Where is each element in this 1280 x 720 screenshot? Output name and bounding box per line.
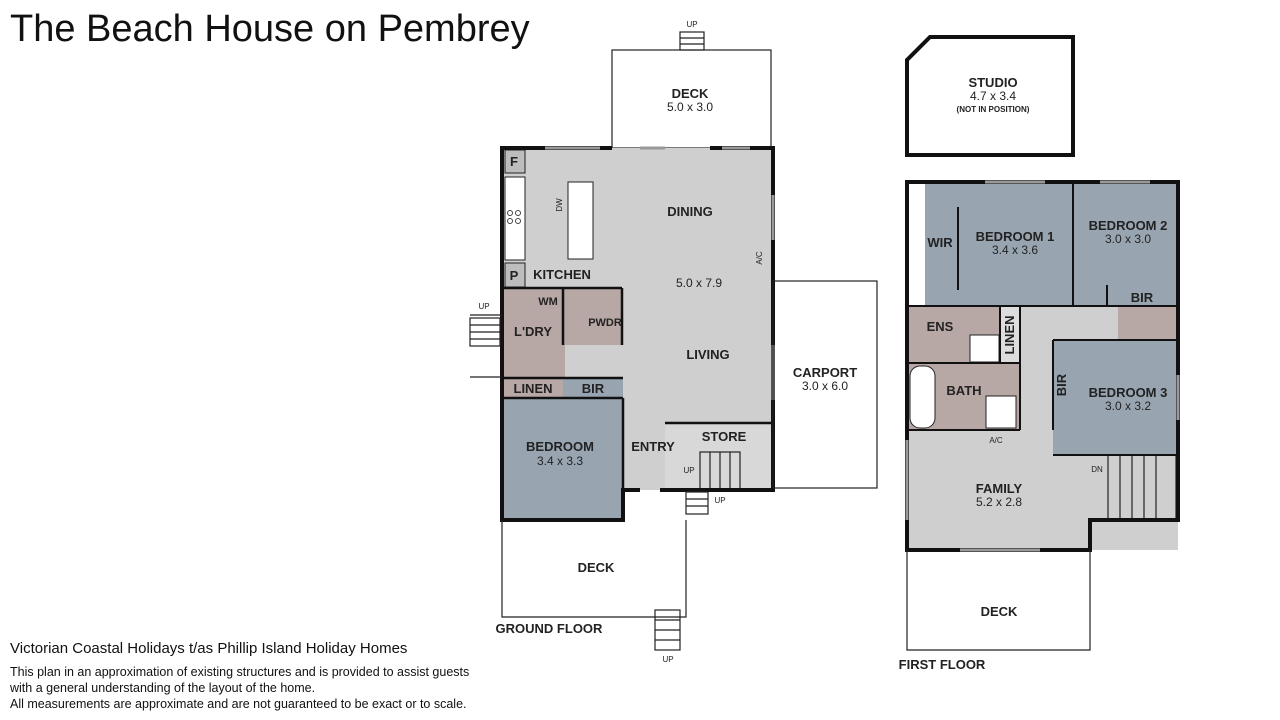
store-label: STORE: [702, 429, 747, 444]
powder-label: PWDR: [588, 317, 622, 329]
disclaimer-line: This plan in an approximation of existin…: [10, 665, 470, 679]
living-dim: 5.0 x 7.9: [676, 276, 722, 290]
carport-dim: 3.0 x 6.0: [802, 379, 848, 393]
toilet: [1118, 306, 1178, 340]
studio-dim: 4.7 x 3.4: [970, 89, 1016, 103]
up-label: UP: [714, 496, 725, 505]
ac-label: A/C: [989, 436, 1003, 445]
linen-label: LINEN: [514, 381, 553, 396]
linen-label: LINEN: [1002, 316, 1017, 355]
store: [665, 423, 773, 490]
bath-label: BATH: [946, 383, 981, 398]
bedroom2-dim: 3.0 x 3.0: [1105, 232, 1151, 246]
ac-label: A/C: [755, 251, 764, 265]
kitchen-island: [567, 181, 594, 260]
bir2-label: BIR: [1131, 290, 1154, 305]
dn-label: DN: [1091, 465, 1103, 474]
disclaimer-line: with a general understanding of the layo…: [10, 681, 316, 695]
disclaimer-line: All measurements are approximate and are…: [10, 697, 467, 711]
entry-label: ENTRY: [631, 439, 675, 454]
studio-name: STUDIO: [968, 75, 1017, 90]
bedroom1-dim: 3.4 x 3.6: [992, 243, 1038, 257]
up-label: UP: [662, 655, 673, 664]
dining-label: DINING: [667, 204, 713, 219]
bir3-label: BIR: [1054, 373, 1069, 396]
bedroom-1: [925, 182, 1073, 306]
hall: [503, 345, 565, 378]
wir-label: WIR: [927, 235, 953, 250]
fridge-label: F: [510, 154, 518, 169]
bedroom3-dim: 3.0 x 3.2: [1105, 399, 1151, 413]
company-name: Victorian Coastal Holidays t/as Phillip …: [10, 640, 408, 657]
deck-bottom: [501, 520, 687, 618]
kitchen-label: KITCHEN: [533, 267, 591, 282]
up-label: UP: [686, 20, 697, 29]
ens-label: ENS: [927, 319, 954, 334]
ground-floor-label: GROUND FLOOR: [496, 621, 603, 636]
ground-floor: UP DECK 5.0 x 3.0 UP: [469, 20, 878, 664]
first-floor-label: FIRST FLOOR: [899, 657, 986, 672]
wm-label: WM: [538, 296, 558, 308]
powder-room: [563, 288, 622, 345]
carport-name: CARPORT: [793, 365, 857, 380]
laundry-label: L'DRY: [514, 324, 552, 339]
first-floor-deck: [906, 550, 1091, 651]
family-dim: 5.2 x 2.8: [976, 495, 1022, 509]
laundry-stairs: [469, 314, 502, 378]
bedroom-2: [1073, 182, 1178, 306]
bedroom2-name: BEDROOM 2: [1089, 218, 1168, 233]
deck-stairs: [654, 609, 681, 651]
bedroom-3: [1053, 340, 1178, 455]
linen: [503, 378, 563, 398]
dw-label: DW: [555, 198, 564, 212]
bedroom-dim: 3.4 x 3.3: [537, 454, 583, 468]
first-floor: STUDIO 4.7 x 3.4 (NOT IN POSITION) WIR B…: [899, 35, 1180, 672]
up-label: UP: [478, 302, 489, 311]
bedroom3-name: BEDROOM 3: [1089, 385, 1168, 400]
family-name: FAMILY: [976, 481, 1023, 496]
living-label: LIVING: [686, 347, 729, 362]
deck-top-dim: 5.0 x 3.0: [667, 100, 713, 114]
entry-stairs: [685, 491, 709, 515]
bir-label: BIR: [582, 381, 605, 396]
bir: [563, 378, 623, 398]
bedroom-name: BEDROOM: [526, 439, 594, 454]
studio: [905, 35, 1075, 157]
disclaimer: This plan in an approximation of existin…: [10, 664, 469, 712]
linen-cupboard: [1000, 306, 1020, 363]
pantry-label: P: [510, 268, 519, 283]
deck-top-name: DECK: [672, 86, 709, 101]
stairs-top: [679, 31, 705, 51]
deck-bottom-label: DECK: [578, 560, 615, 575]
carport: [772, 280, 878, 489]
bedroom1-name: BEDROOM 1: [976, 229, 1055, 244]
laundry: [503, 288, 563, 345]
bedroom: [503, 398, 623, 520]
up-label: UP: [683, 466, 694, 475]
studio-note: (NOT IN POSITION): [957, 105, 1030, 114]
page-title: The Beach House on Pembrey: [10, 8, 530, 50]
deck-label: DECK: [981, 604, 1018, 619]
